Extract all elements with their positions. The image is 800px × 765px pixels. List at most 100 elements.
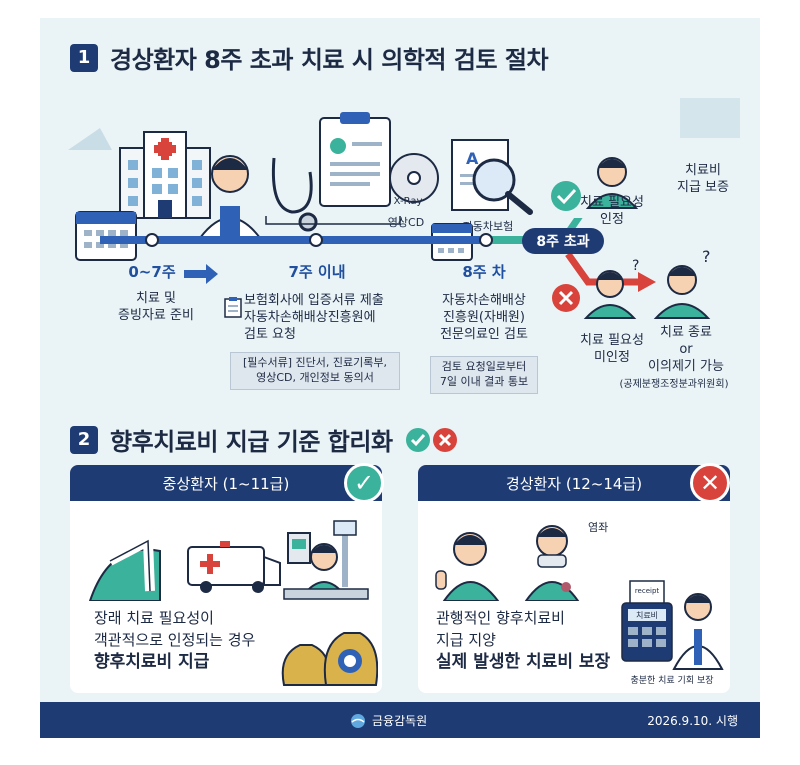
cd-label: 영상CD [388,216,424,229]
stage-2-desc-line: 자동차손해배상 [442,293,526,308]
rejected-result-line: 이의제기 가능 [648,359,724,374]
x-icon [552,284,580,312]
stage-2-note-line: 7일 이내 결과 통보 [439,375,529,388]
decor-shape [68,128,112,150]
clipboard-icon [319,112,391,207]
footer-date: 2026.9.10. 시행 [647,714,738,728]
rejected-person-label: 치료 필요성 미인정 [572,332,652,366]
document-small-icon [224,297,242,318]
cd-icon [389,153,439,203]
decor-shape [680,98,740,138]
severe-illustrations [88,520,369,601]
stage-1-desc-line: 자동차손해배상진흥원에 [244,310,376,325]
minor-text-line: 지급 지양 [436,631,496,649]
timeline-dot [145,233,159,247]
stage-2-desc: 자동차손해배상 진흥원(자배원) 전문의료인 검토 [422,292,546,343]
stethoscope-icon [271,157,318,232]
approved-result-line: 치료비 [685,163,721,178]
stage-2-note-line: 검토 요청일로부터 [441,360,527,373]
severe-text: 장래 치료 필요성이 객관적으로 인정되는 경우 향후치료비 지급 [94,607,255,673]
patient-rejected-icon: ? [583,258,639,319]
reject-arrow-icon [638,272,656,292]
sprain-label: 염좌 [588,521,608,534]
injured-patient-icon [88,532,161,601]
fss-logo-icon [351,713,365,728]
magnifier-icon [472,158,533,215]
timeline-dot [479,233,493,247]
stage-2-period: 8주 차 [462,263,506,281]
section1-number: 1 [70,43,98,72]
hospital-icon [119,131,211,219]
approved-person-line: 인정 [600,212,624,227]
xray-label: X-Ray [394,196,423,207]
severe-text-line-emphasis: 향후치료비 지급 [94,652,210,672]
stage-1-note-line: 영상CD, 개인정보 동의서 [256,371,374,384]
receipt-label: receipt [635,587,660,595]
approved-person-label: 치료 필요성 인정 [572,194,652,228]
minor-text-line: 관행적인 향후치료비 [436,609,565,627]
minor-illustrations: 염좌 [435,521,608,601]
section1-illustrations: X-Ray 영상CD A 자동차보험 [68,98,740,261]
stage-1-desc-line: 검토 요청 [244,327,296,342]
footer-org: 금융감독원 [350,712,427,729]
stage-1-note-line: [필수서류] 진단서, 진료기록부, [242,356,387,369]
severe-text-line: 객관적으로 인정되는 경우 [94,631,256,649]
panel-minor-patient: 경상환자 (12~14급) 염좌 관행적인 향후치료비 지급 지양 실제 발생한… [418,465,730,693]
svg-text:?: ? [702,247,711,266]
timeline-dot [309,233,323,247]
panel-severe-header: 중상환자 (1~11급) [70,465,382,501]
doc-letter: A [466,149,479,168]
stage-2-desc-line: 진흥원(자배원) [443,310,525,325]
money-bag-icon [281,632,378,686]
section1-title: 경상환자 8주 초과 치료 시 의학적 검토 절차 [110,46,549,74]
stage-2-note: 검토 요청일로부터 7일 이내 결과 통보 [430,356,538,394]
section2-number: 2 [70,425,98,454]
stage-2-desc-line: 전문의료인 검토 [440,327,528,342]
hospital-bed-icon [283,520,369,600]
patient-approved-icon [585,157,639,209]
patient-question-icon: ? [653,247,711,319]
stage-1-note: [필수서류] 진단서, 진료기록부, 영상CD, 개인정보 동의서 [230,352,400,390]
minor-caption: 충분한 치료 기회 보장 [630,676,714,686]
footer-org-label: 금융감독원 [372,714,428,728]
arrow-right-icon [184,264,218,284]
rejected-result-line: 치료 종료 [660,325,712,340]
stage-1-desc: 보험회사에 입증서류 제출 자동차손해배상진흥원에 검토 요청 [244,292,414,343]
insurer-label: 자동차보험 [463,220,514,233]
panel-minor-x-icon: ✕ [690,463,730,503]
stage-0-desc: 치료 및 증빙자료 준비 [96,290,216,324]
ambulance-icon [187,541,281,593]
stage-0-desc-line: 치료 및 [135,291,176,306]
check-x-icons [405,427,457,452]
panel-severe-patient: 중상환자 (1~11급) [70,465,382,693]
minor-patient-icon [435,532,500,601]
approve-branch-line [567,218,583,232]
approved-person-line: 치료 필요성 [580,195,644,210]
approved-result: 치료비 지급 보증 [668,162,738,196]
rejected-result-line: or [679,342,693,357]
svg-text:?: ? [632,258,639,274]
stage-0-desc-line: 증빙자료 준비 [118,308,194,323]
device-label: 치료비 [636,611,658,620]
timeline: ? ? [100,218,711,319]
neck-brace-patient-icon [524,525,580,601]
section2-title: 향후치료비 지급 기준 합리화 [110,428,393,456]
rejected-person-line: 치료 필요성 [580,333,644,348]
footer: 금융감독원 2026.9.10. 시행 [40,702,760,738]
rejected-result-note: (공제분쟁조정분과위원회) [619,379,729,390]
minor-text-line-emphasis: 실제 발생한 치료비 보장 [436,652,611,672]
check-icon [551,181,581,211]
over-8-weeks-badge: 8주 초과 [522,228,604,254]
panel-minor-header: 경상환자 (12~14급) [418,465,730,501]
bracket-line [265,216,401,225]
rejected-person-line: 미인정 [594,350,630,365]
stage-0-period: 0~7주 [128,263,176,281]
approved-result-line: 지급 보증 [677,180,729,195]
minor-text: 관행적인 향후치료비 지급 지양 실제 발생한 치료비 보장 [436,607,610,673]
severe-text-line: 장래 치료 필요성이 [94,609,214,627]
stage-1-period: 7주 이내 [288,263,346,281]
rejected-result: 치료 종료 or 이의제기 가능 [638,324,734,375]
section2-heading: 2 향후치료비 지급 기준 합리화 [70,422,459,457]
infographic-card: 1 경상환자 8주 초과 치료 시 의학적 검토 절차 [40,18,760,738]
stage-1-desc-line: 보험회사에 입증서류 제출 [244,293,384,308]
